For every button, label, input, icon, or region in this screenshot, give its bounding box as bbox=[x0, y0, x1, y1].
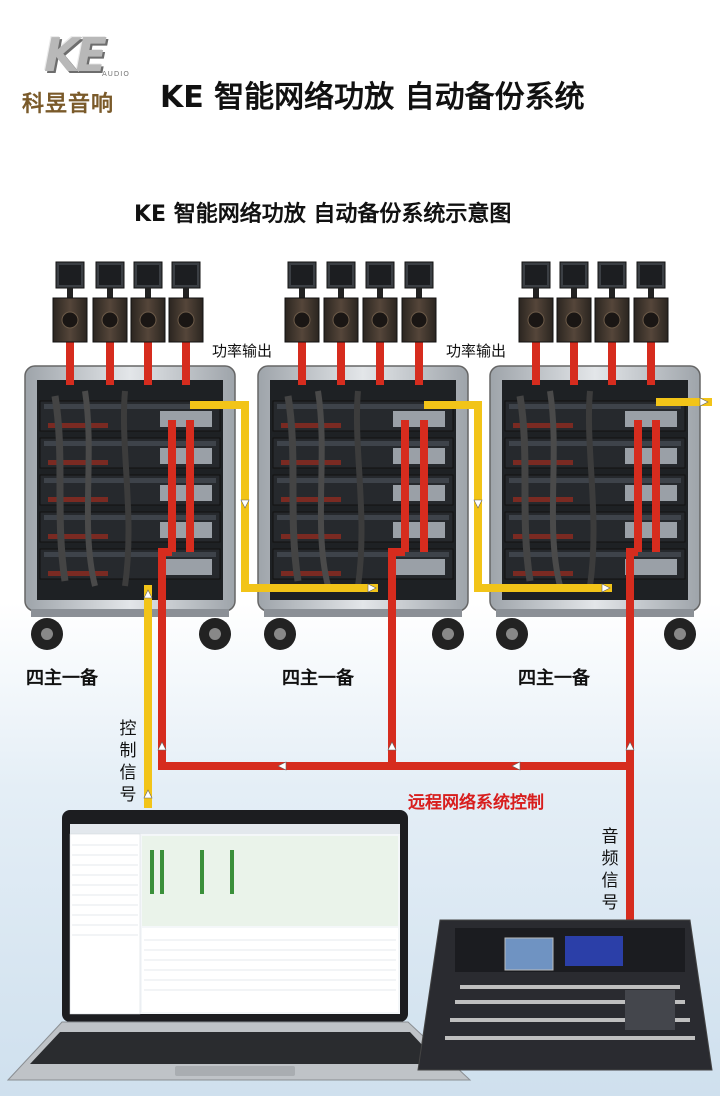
brand-logo: KE AUDIO 科昱音响 bbox=[22, 28, 142, 117]
speaker-group-3 bbox=[518, 261, 669, 343]
laptop-icon bbox=[6, 810, 472, 1081]
logo-audio-text: AUDIO bbox=[102, 70, 130, 78]
rack-1-label: 四主一备 bbox=[26, 668, 98, 689]
signal-arrows bbox=[143, 397, 709, 799]
power-output-label-2: 功率输出 bbox=[446, 342, 507, 360]
power-output-label-1: 功率输出 bbox=[212, 342, 273, 360]
rack-3-label: 四主一备 bbox=[518, 668, 590, 689]
speaker-group-2 bbox=[284, 261, 437, 343]
remote-control-label: 远程网络系统控制 bbox=[408, 793, 544, 813]
logo-ke-text: KE bbox=[44, 28, 107, 82]
control-signal-label: 控制信号 bbox=[119, 719, 137, 805]
speaker-group-1 bbox=[52, 261, 204, 343]
power-output-cables bbox=[66, 340, 655, 385]
rack-2-label: 四主一备 bbox=[282, 668, 354, 689]
page-title: KE 智能网络功放 自动备份系统 bbox=[160, 80, 585, 115]
control-signal-chain bbox=[144, 398, 712, 808]
logo-chinese-text: 科昱音响 bbox=[22, 92, 115, 117]
network-control-lines bbox=[158, 420, 660, 920]
mixing-console-icon bbox=[417, 919, 713, 1071]
amplifier-rack-3 bbox=[490, 366, 700, 650]
diagram-subtitle: KE 智能网络功放 自动备份系统示意图 bbox=[134, 202, 512, 227]
audio-signal-label: 音频信号 bbox=[601, 827, 619, 913]
